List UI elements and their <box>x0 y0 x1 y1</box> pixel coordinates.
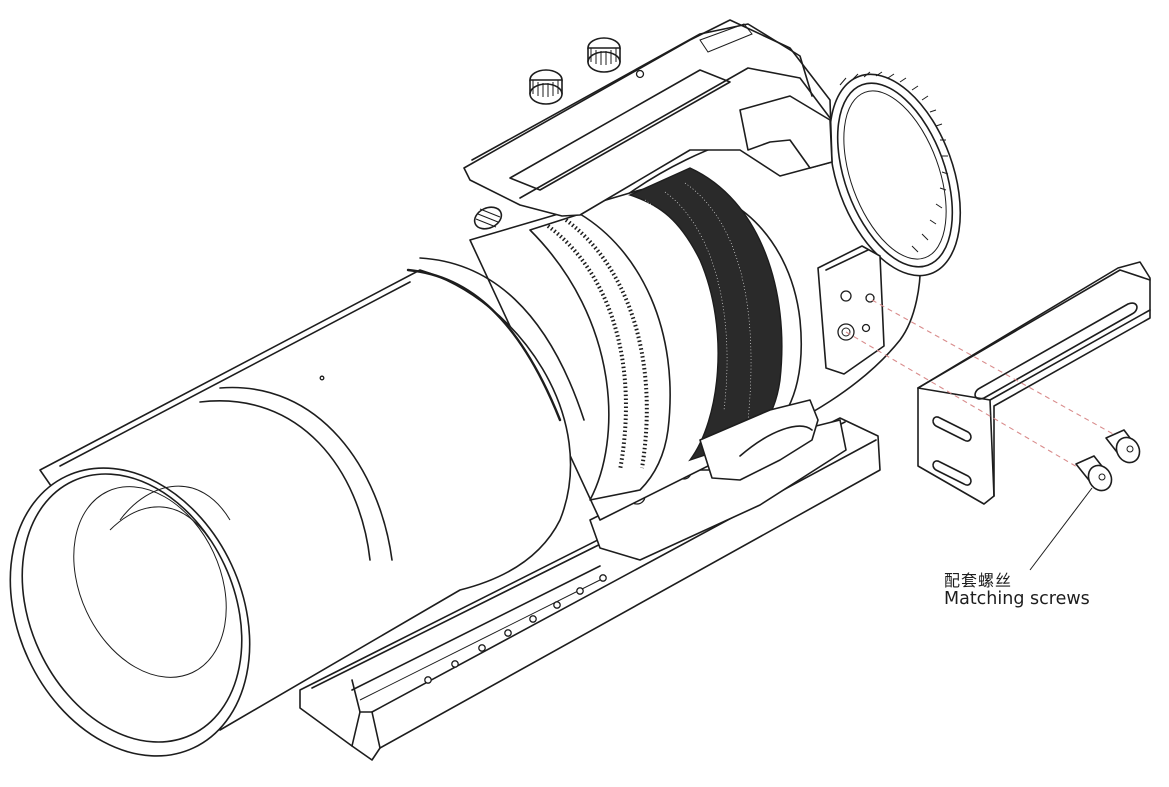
callout-leader-line <box>1029 487 1093 571</box>
dew-shield-tube <box>9 257 585 757</box>
rail-holes <box>424 574 607 684</box>
alignment-guides <box>845 299 1125 479</box>
callout-label-chinese: 配套螺丝 <box>944 571 1013 590</box>
rear-gear-teeth <box>839 71 949 253</box>
callout-label-english: Matching screws <box>944 589 1090 609</box>
top-ring-clamp <box>463 19 833 217</box>
lower-ring-clamp <box>699 399 819 481</box>
clamp-thumb-screws <box>529 37 621 105</box>
matching-screws <box>1075 429 1141 492</box>
l-bracket <box>917 261 1151 505</box>
